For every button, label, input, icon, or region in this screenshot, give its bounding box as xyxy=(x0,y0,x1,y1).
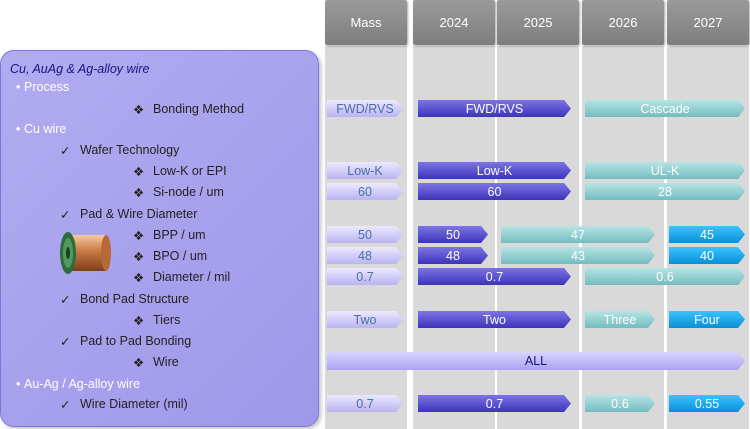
item-bullet: ✓ xyxy=(60,335,71,349)
item-bullet: ✓ xyxy=(60,293,71,307)
header-2026: 2026 xyxy=(582,0,664,45)
item-pad-wire-diameter: Pad & Wire Diameter xyxy=(80,207,198,221)
item-bullet: ❖ xyxy=(133,314,145,328)
sinode-mass-arrow: 60 xyxy=(327,183,403,200)
item-bullet: ❖ xyxy=(133,271,145,285)
item-wire: Wire xyxy=(153,355,179,369)
wire-all-arrow: ALL xyxy=(327,352,745,370)
item-bullet: ❖ xyxy=(133,356,145,370)
item-bullet: ✓ xyxy=(60,208,71,222)
lowk-2024-arrow: Low-K xyxy=(418,162,571,179)
item-bullet: ❖ xyxy=(133,250,145,264)
item-bullet: ❖ xyxy=(133,165,145,179)
header-2025: 2025 xyxy=(497,0,579,45)
bonding-2026-arrow: Cascade xyxy=(585,100,745,117)
header-2027: 2027 xyxy=(667,0,749,45)
bpo-2025-arrow: 43 xyxy=(501,247,655,264)
bpp-2025-arrow: 47 xyxy=(501,226,655,243)
bpo-mass-arrow: 48 xyxy=(327,247,403,264)
sinode-2024-arrow: 60 xyxy=(418,183,571,200)
bpo-2027-arrow: 40 xyxy=(669,247,745,264)
category-panel xyxy=(0,50,319,427)
diameter-2024-arrow: 0.7 xyxy=(418,268,571,285)
item-bullet: ✓ xyxy=(60,398,71,412)
item-bullet: • xyxy=(16,122,21,136)
tiers-mass-arrow: Two xyxy=(327,311,403,328)
item-low-k: Low-K or EPI xyxy=(153,164,227,178)
item-bpo: BPO / um xyxy=(153,249,208,263)
item-si-node: Si-node / um xyxy=(153,185,224,199)
item-bullet: • xyxy=(16,377,21,391)
item-bonding-method: Bonding Method xyxy=(153,102,245,116)
item-bullet: • xyxy=(16,80,21,94)
panel-title: Cu, AuAg & Ag-alloy wire xyxy=(10,62,150,76)
sinode-2026-arrow: 28 xyxy=(585,183,745,200)
tiers-2026-arrow: Three xyxy=(585,311,655,328)
lowk-2026-arrow: UL-K xyxy=(585,162,745,179)
item-bullet: ❖ xyxy=(133,229,145,243)
bpp-mass-arrow: 50 xyxy=(327,226,403,243)
item-diameter: Diameter / mil xyxy=(153,270,231,284)
item-au-ag-wire: Au-Ag / Ag-alloy wire xyxy=(24,377,141,391)
item-cu-wire: Cu wire xyxy=(24,122,67,136)
bonding-mass-arrow: FWD/RVS xyxy=(327,100,403,117)
header-2024: 2024 xyxy=(413,0,495,45)
auag-2024-arrow: 0.7 xyxy=(418,395,571,412)
item-bullet: ✓ xyxy=(60,144,71,158)
item-process: Process xyxy=(24,80,70,94)
bonding-2024-arrow: FWD/RVS xyxy=(418,100,571,117)
bpo-2024-arrow: 48 xyxy=(418,247,488,264)
item-wire-diameter-mil: Wire Diameter (mil) xyxy=(80,397,188,411)
item-pad-to-pad-bonding: Pad to Pad Bonding xyxy=(80,334,192,348)
item-bpp: BPP / um xyxy=(153,228,206,242)
bpp-2024-arrow: 50 xyxy=(418,226,488,243)
item-bullet: ❖ xyxy=(133,186,145,200)
item-tiers: Tiers xyxy=(153,313,181,327)
auag-2027-arrow: 0.55 xyxy=(669,395,745,412)
auag-mass-arrow: 0.7 xyxy=(327,395,403,412)
item-bullet: ❖ xyxy=(133,103,145,117)
tiers-2027-arrow: Four xyxy=(669,311,745,328)
diameter-mass-arrow: 0.7 xyxy=(327,268,403,285)
item-bond-pad-structure: Bond Pad Structure xyxy=(80,292,190,306)
tiers-2024-arrow: Two xyxy=(418,311,571,328)
item-wafer-technology: Wafer Technology xyxy=(80,143,180,157)
diameter-2026-arrow: 0.6 xyxy=(585,268,745,285)
auag-2026-arrow: 0.6 xyxy=(585,395,655,412)
copper-wire-spool-image xyxy=(60,232,111,274)
header-mass: Mass xyxy=(325,0,407,45)
lowk-mass-arrow: Low-K xyxy=(327,162,403,179)
bpp-2027-arrow: 45 xyxy=(669,226,745,243)
